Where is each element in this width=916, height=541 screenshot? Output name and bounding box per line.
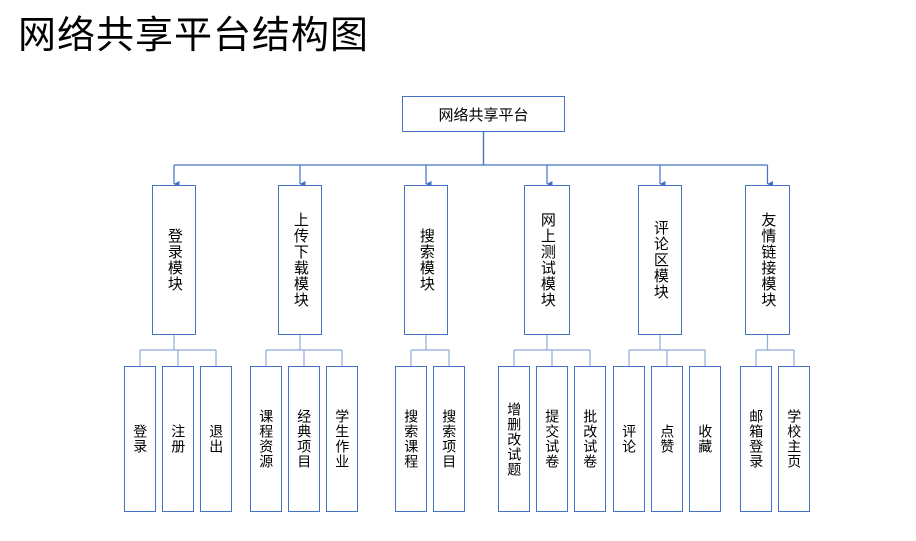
root-node[interactable]: 网络共享平台 bbox=[402, 96, 565, 132]
module-node-3[interactable]: 搜索模块 bbox=[404, 185, 448, 335]
leaf-node-5-2[interactable]: 点赞 bbox=[651, 366, 683, 512]
module-node-1[interactable]: 登录模块 bbox=[152, 185, 196, 335]
module-node-5-label: 评论区模块 bbox=[651, 220, 669, 300]
leaf-node-6-2-label: 学校主页 bbox=[786, 409, 803, 469]
leaf-node-4-2[interactable]: 提交试卷 bbox=[536, 366, 568, 512]
leaf-node-1-3[interactable]: 退出 bbox=[200, 366, 232, 512]
leaf-node-6-2[interactable]: 学校主页 bbox=[778, 366, 810, 512]
module-connectors bbox=[139, 335, 795, 366]
leaf-node-1-1-label: 登录 bbox=[132, 424, 149, 454]
leaf-node-5-2-label: 点赞 bbox=[659, 424, 676, 454]
leaf-node-5-1[interactable]: 评论 bbox=[613, 366, 645, 512]
leaf-node-5-1-label: 评论 bbox=[621, 424, 638, 454]
leaf-node-1-3-label: 退出 bbox=[208, 424, 225, 454]
leaf-node-3-2[interactable]: 搜索项目 bbox=[433, 366, 465, 512]
leaf-node-1-2-label: 注册 bbox=[170, 424, 187, 454]
leaf-node-4-1[interactable]: 增删改试题 bbox=[498, 366, 530, 512]
root-node-label: 网络共享平台 bbox=[438, 106, 529, 124]
module-node-6-label: 友情链接模块 bbox=[759, 212, 777, 308]
leaf-node-5-3[interactable]: 收藏 bbox=[689, 366, 721, 512]
module-node-4[interactable]: 网上测试模块 bbox=[524, 185, 570, 335]
leaf-node-3-1-label: 搜索课程 bbox=[403, 409, 420, 469]
module-node-2[interactable]: 上传下载模块 bbox=[278, 185, 322, 335]
leaf-node-2-2[interactable]: 经典项目 bbox=[288, 366, 320, 512]
module-node-2-label: 上传下载模块 bbox=[291, 212, 309, 308]
leaf-node-2-2-label: 经典项目 bbox=[296, 409, 313, 469]
leaf-node-3-2-label: 搜索项目 bbox=[441, 409, 458, 469]
leaf-node-1-2[interactable]: 注册 bbox=[162, 366, 194, 512]
leaf-node-2-1[interactable]: 课程资源 bbox=[250, 366, 282, 512]
module-node-4-label: 网上测试模块 bbox=[538, 212, 556, 308]
leaf-node-4-3[interactable]: 批改试卷 bbox=[574, 366, 606, 512]
module-node-1-label: 登录模块 bbox=[165, 228, 183, 292]
leaf-node-2-1-label: 课程资源 bbox=[258, 409, 275, 469]
leaf-node-2-3[interactable]: 学生作业 bbox=[326, 366, 358, 512]
leaf-node-3-1[interactable]: 搜索课程 bbox=[395, 366, 427, 512]
module-node-5[interactable]: 评论区模块 bbox=[638, 185, 682, 335]
leaf-node-6-1[interactable]: 邮箱登录 bbox=[740, 366, 772, 512]
leaf-node-1-1[interactable]: 登录 bbox=[124, 366, 156, 512]
module-node-6[interactable]: 友情链接模块 bbox=[745, 185, 790, 335]
module-node-3-label: 搜索模块 bbox=[417, 228, 435, 292]
leaf-node-5-3-label: 收藏 bbox=[697, 424, 714, 454]
leaf-node-4-2-label: 提交试卷 bbox=[544, 409, 561, 469]
root-connectors bbox=[173, 132, 773, 187]
leaf-node-2-3-label: 学生作业 bbox=[334, 409, 351, 469]
leaf-node-4-3-label: 批改试卷 bbox=[582, 409, 599, 469]
page-title: 网络共享平台结构图 bbox=[18, 15, 370, 57]
leaf-node-4-1-label: 增删改试题 bbox=[506, 401, 523, 477]
leaf-node-6-1-label: 邮箱登录 bbox=[748, 409, 765, 469]
